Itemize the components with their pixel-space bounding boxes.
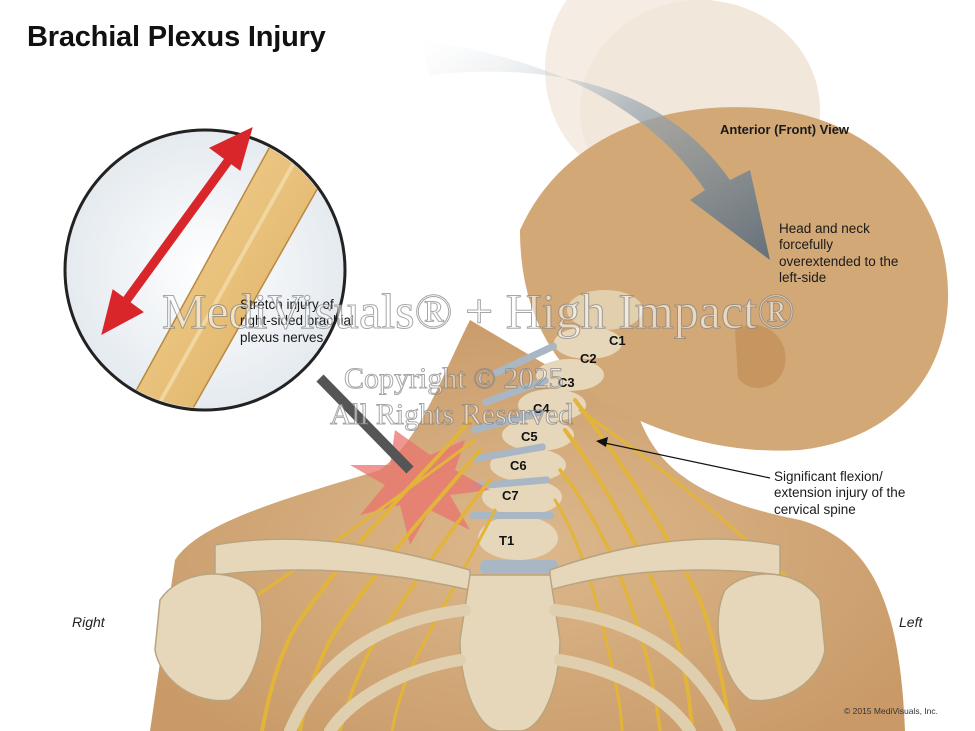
side-label-right: Right (72, 614, 105, 630)
magnified-nerve-circle (63, 127, 347, 412)
head-skin (520, 107, 949, 451)
callout-pointer (316, 374, 414, 474)
watermark-line-2: Copyright © 2025 (343, 362, 564, 396)
vertebra-label-c2: C2 (580, 351, 597, 366)
copyright-notice: © 2015 MediVisuals, Inc. (844, 706, 938, 716)
vertebra-label-c1: C1 (609, 333, 626, 348)
motion-arrow (420, 40, 770, 260)
vertebra-label-t1: T1 (499, 533, 515, 548)
head-motion-label: Head and neck forcefully overextended to… (779, 221, 899, 286)
ear (735, 324, 786, 388)
view-label: Anterior (Front) View (720, 122, 850, 137)
flexion-injury-label: Significant flexion/ extension injury of… (774, 469, 906, 517)
stretch-double-arrow (101, 127, 253, 335)
watermark-line-1: MediVisuals® + High Impact® (161, 283, 796, 340)
stretch-injury-label: Stretch injury of right-sided brachial p… (240, 297, 355, 345)
vertebra-label-c5: C5 (521, 429, 538, 444)
vertebra-label-c6: C6 (510, 458, 527, 473)
watermark-line-3: All Rights Reserved (329, 398, 574, 432)
flexion-leader-line (596, 437, 771, 479)
vertebra-label-c3: C3 (558, 375, 575, 390)
page-title: Brachial Plexus Injury (27, 21, 326, 53)
shoulder-girdle (154, 538, 826, 731)
rib-cage (284, 604, 736, 731)
vertebra-label-c7: C7 (502, 488, 519, 503)
injury-burst (350, 430, 490, 545)
side-label-left: Left (899, 614, 923, 630)
vertebra-label-c4: C4 (533, 401, 550, 416)
cervical-spine (470, 290, 643, 574)
